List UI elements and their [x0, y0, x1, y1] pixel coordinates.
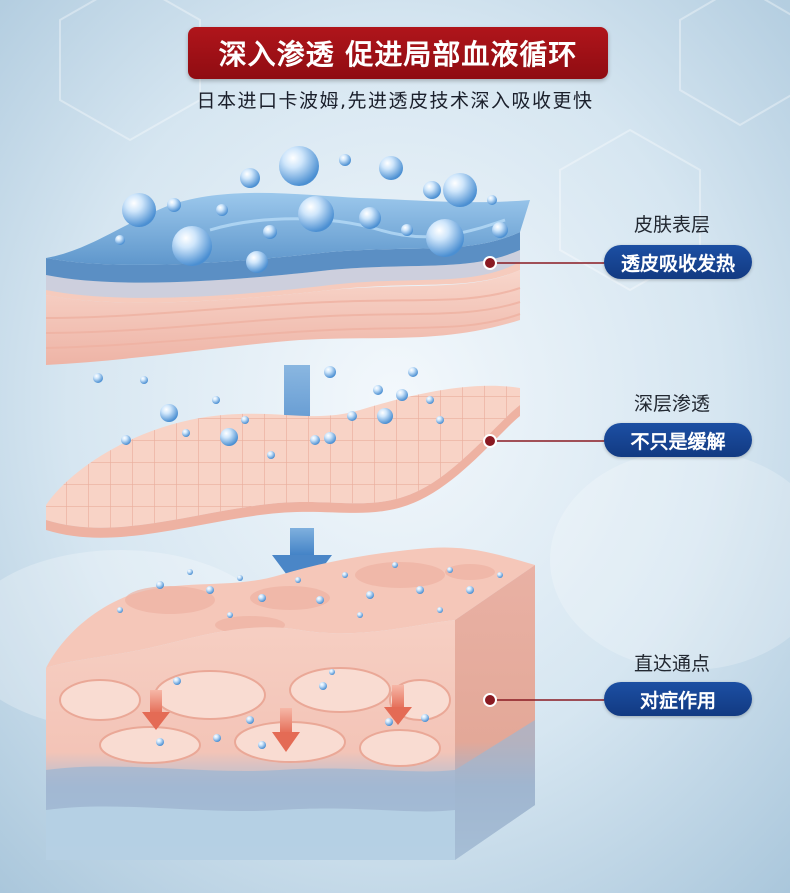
callout-badge-deep-penetration: 不只是缓解	[604, 423, 752, 457]
headline-banner: 深入渗透 促进局部血液循环	[188, 27, 608, 79]
deep-penetration-layer	[46, 385, 520, 538]
callout-badge-skin-surface: 透皮吸收发热	[604, 245, 752, 279]
headline-subtitle: 日本进口卡波姆,先进透皮技术深入吸收更快	[196, 90, 594, 112]
gel-bubbles	[115, 146, 508, 273]
skin-surface-layer	[45, 192, 530, 365]
callout-title-skin-surface: 皮肤表层	[634, 214, 711, 236]
deep-tissue-block	[46, 547, 535, 860]
downward-arrows	[142, 685, 412, 752]
callout-title-deep-penetration: 深层渗透	[634, 393, 711, 415]
callout-leader-lines	[483, 256, 605, 707]
callout-title-direct-reach: 直达通点	[634, 653, 711, 675]
serum-droplets	[93, 366, 444, 459]
absorbed-particles	[117, 562, 503, 749]
headline-title: 深入渗透 促进局部血液循环	[218, 38, 578, 71]
callout-badge-direct-reach: 对症作用	[604, 682, 752, 716]
